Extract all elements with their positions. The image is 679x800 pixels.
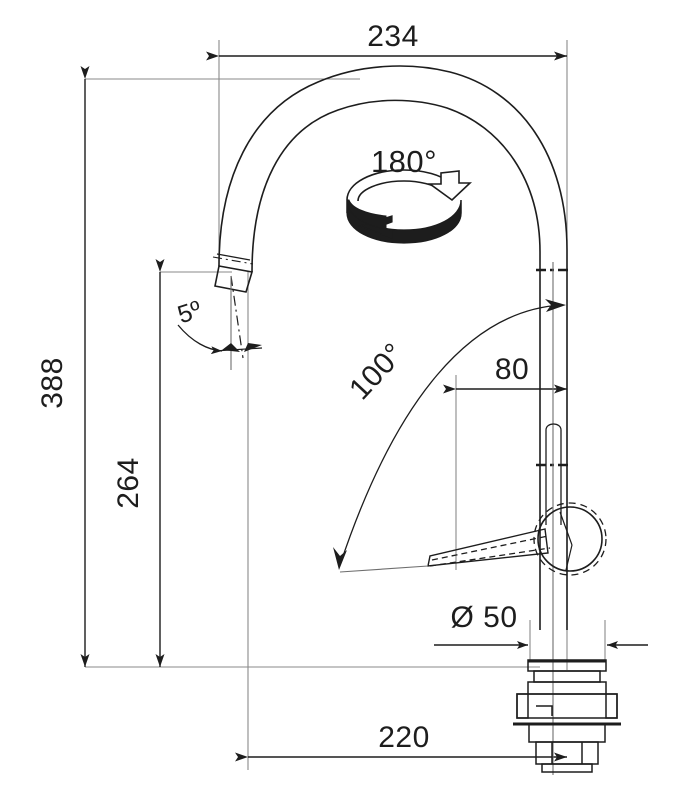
rotation-180-symbol: 180° xyxy=(346,144,473,244)
base-stud xyxy=(535,741,599,765)
faucet-body-column xyxy=(539,268,568,630)
extension-lines xyxy=(85,40,606,770)
spout-inner-curve xyxy=(251,99,541,273)
rotation-arrow-light xyxy=(427,170,473,202)
faucet-handle-pivot xyxy=(339,502,607,576)
dim-label-80: 80 xyxy=(495,353,529,386)
spout-outlet-seam xyxy=(216,253,251,261)
handle-lever-hidden xyxy=(429,535,551,567)
dimension-234: 234 xyxy=(206,20,567,61)
dimension-264: 264 xyxy=(112,259,165,667)
dimension-dia-50: Ø 50 xyxy=(434,601,648,649)
dimension-388: 388 xyxy=(36,66,90,667)
spout-axis-line xyxy=(230,275,244,359)
annotation-5-degree: 5º xyxy=(174,275,263,370)
sweep-arrow-bottom xyxy=(333,547,347,570)
sweep-arrow-top xyxy=(545,299,566,312)
base-washer-1 xyxy=(533,670,601,683)
dim-label-234: 234 xyxy=(367,20,419,53)
spout-outer-curve xyxy=(218,65,568,268)
dimension-80: 80 xyxy=(443,353,567,394)
dim-label-388: 388 xyxy=(36,357,69,409)
handle-sweep-arc xyxy=(339,304,563,566)
dimension-220: 220 xyxy=(235,721,567,762)
spout-tip-centerline xyxy=(212,256,254,265)
handle-pivot-circle xyxy=(537,506,603,572)
rotation-180-label: 180° xyxy=(371,144,437,179)
angle-5-leader-arc xyxy=(177,324,223,355)
angle-5-label: 5º xyxy=(174,296,205,330)
angle-100-label: 100° xyxy=(343,337,411,406)
handle-lever-arm xyxy=(427,528,549,567)
dim-label-dia-50: Ø 50 xyxy=(450,601,517,634)
base-nut-plate xyxy=(516,693,618,719)
angle-5-tick-right xyxy=(244,343,262,352)
handle-pivot-tick-2 xyxy=(565,544,573,571)
dim-label-264: 264 xyxy=(112,457,145,509)
dim-label-220: 220 xyxy=(378,721,430,754)
faucet-spout-outline xyxy=(214,65,568,293)
base-nut-right xyxy=(605,693,618,719)
base-body-lower xyxy=(528,723,606,743)
base-stud-end xyxy=(541,763,593,773)
base-nut-left xyxy=(516,693,529,719)
base-washer-2 xyxy=(527,681,607,695)
handle-pivot-tick xyxy=(559,511,573,546)
rotation-ring-dark-left xyxy=(346,199,387,230)
faucet-base-assembly xyxy=(513,659,621,773)
rotation-ring-right-wall xyxy=(449,200,462,232)
base-tab-detail xyxy=(536,705,553,716)
annotation-100-degree: 100° xyxy=(333,299,566,570)
handle-open-leader xyxy=(339,565,429,573)
body-inner-slot xyxy=(545,423,562,525)
spout-outlet-head xyxy=(214,265,254,293)
rotation-ring-outer-top xyxy=(346,169,452,201)
